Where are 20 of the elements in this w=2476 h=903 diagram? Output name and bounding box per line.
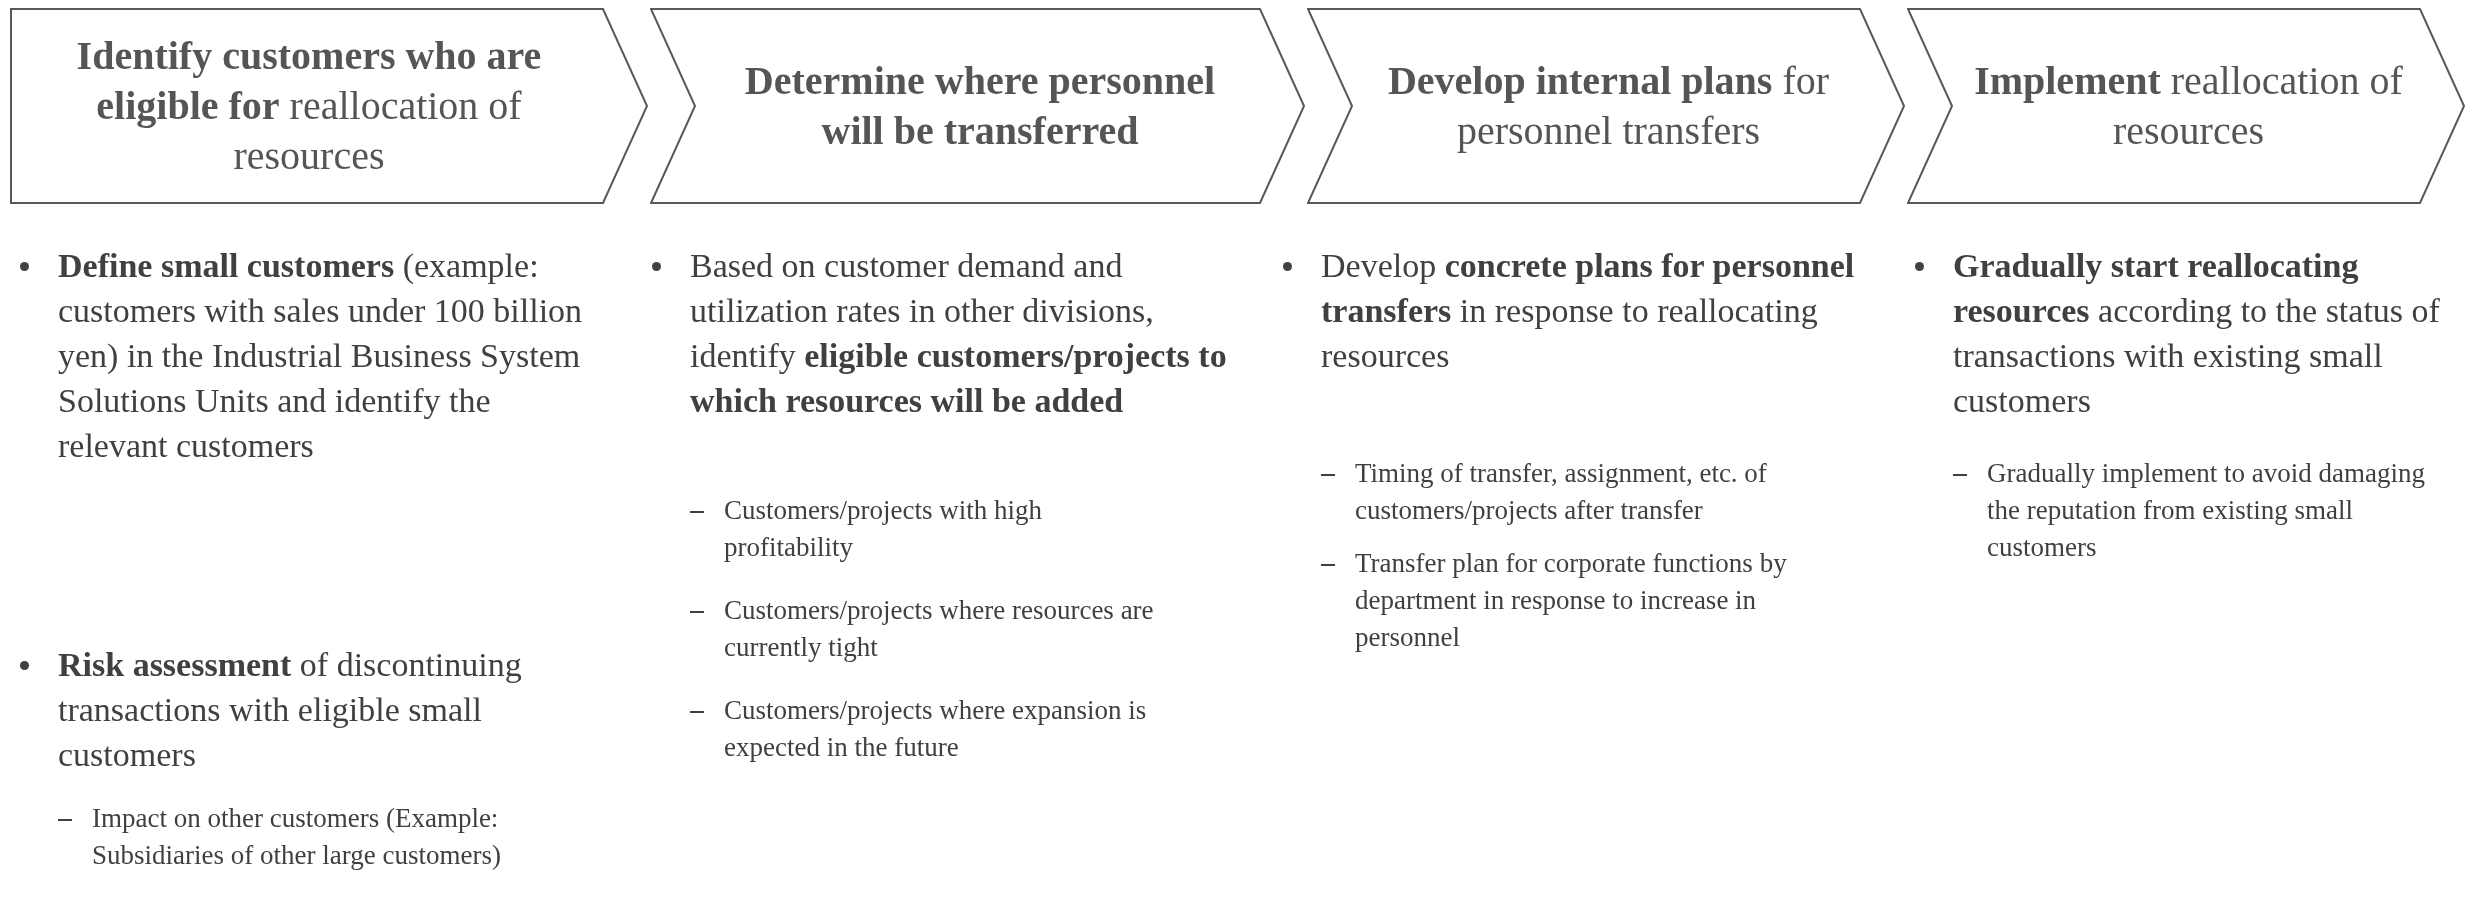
- bullet-text: Develop concrete plans for personnel transfers in response to reallocating resources: [1321, 246, 1856, 376]
- bullet-text: Define small customers (example: customers with sales under 100 billion yen) in the Industrial Business System Solutions Units and identify the relevant customers: [58, 246, 584, 466]
- chevron-step: [650, 8, 1305, 204]
- step-title: Identify customers who are eligible for reallocation of resources: [75, 32, 543, 180]
- chevron-step: [10, 8, 648, 204]
- sub-bullet-text: Transfer plan for corporate functions by department in response to increase in personnel: [1355, 547, 1788, 654]
- sub-bullet-text: Customers/projects with high profitability: [724, 494, 1043, 564]
- sub-bullet-text: Impact on other customers (Example: Subsidiaries of other large customers): [92, 802, 502, 872]
- sub-bullet-text: Timing of transfer, assignment, etc. of customers/projects after transfer: [1355, 457, 1768, 527]
- step-title: Develop internal plans for personnel transfers: [1386, 57, 1831, 155]
- sub-bullet-text: Customers/projects where resources are currently tight: [724, 594, 1155, 664]
- bullet-text: Gradually start reallocating resources according to the status of transactions with existing small customers: [1953, 246, 2441, 421]
- bullet-text: Based on customer demand and utilization rates in other divisions, identify eligible customers/projects to which resources will be added: [690, 246, 1228, 421]
- chevron-step: [1307, 8, 1905, 204]
- step-title: Determine where personnel will be transferred: [743, 57, 1217, 155]
- sub-bullet-text: Gradually implement to avoid damaging the reputation from existing small customers: [1987, 457, 2426, 564]
- sub-bullet-text: Customers/projects where expansion is expected in the future: [724, 694, 1148, 764]
- chevron-step: [1907, 8, 2465, 204]
- bullet-text: Risk assessment of discontinuing transactions with eligible small customers: [58, 645, 523, 775]
- step-title: Implement reallocation of resources: [1973, 57, 2404, 155]
